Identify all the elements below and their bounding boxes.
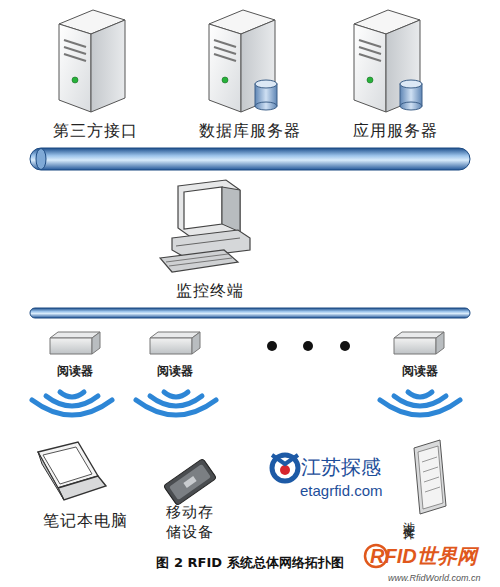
laptop: 笔记本电脑 xyxy=(20,440,150,532)
watermark-url: www.RfidWorld.com.cn xyxy=(388,573,481,583)
rfid-reader: 阅读器 xyxy=(385,328,455,380)
server: 应用服务器 xyxy=(330,4,460,142)
rfid-reader: 阅读器 xyxy=(40,328,110,380)
node-label: 涉密文件 xyxy=(400,512,417,520)
watermark: RFID世界网 xyxy=(370,543,477,570)
node-label: 第三方接口 xyxy=(30,121,160,142)
node-label: 数据库服务器 xyxy=(180,121,320,142)
node-label: 阅读器 xyxy=(140,363,210,380)
server: 第三方接口 xyxy=(30,4,160,142)
node-label: 阅读器 xyxy=(385,363,455,380)
figure-caption: 图 2 RFID 系统总体网络拓扑图 xyxy=(110,554,390,572)
server: 数据库服务器 xyxy=(180,4,320,142)
node-label: 笔记本电脑 xyxy=(20,511,150,532)
node-label: 监控终端 xyxy=(150,281,270,302)
storage-device: 移动存 储设备 xyxy=(158,448,222,542)
rfid-reader: 阅读器 xyxy=(140,328,210,380)
node-label: 移动存 储设备 xyxy=(162,502,218,542)
node-label: 阅读器 xyxy=(40,363,110,380)
node-label: 应用服务器 xyxy=(330,121,460,142)
logo-url: etagrfid.com xyxy=(300,482,383,499)
monitor-terminal: 监控终端 xyxy=(150,178,270,302)
logo-text: 江苏探感 xyxy=(301,454,381,481)
